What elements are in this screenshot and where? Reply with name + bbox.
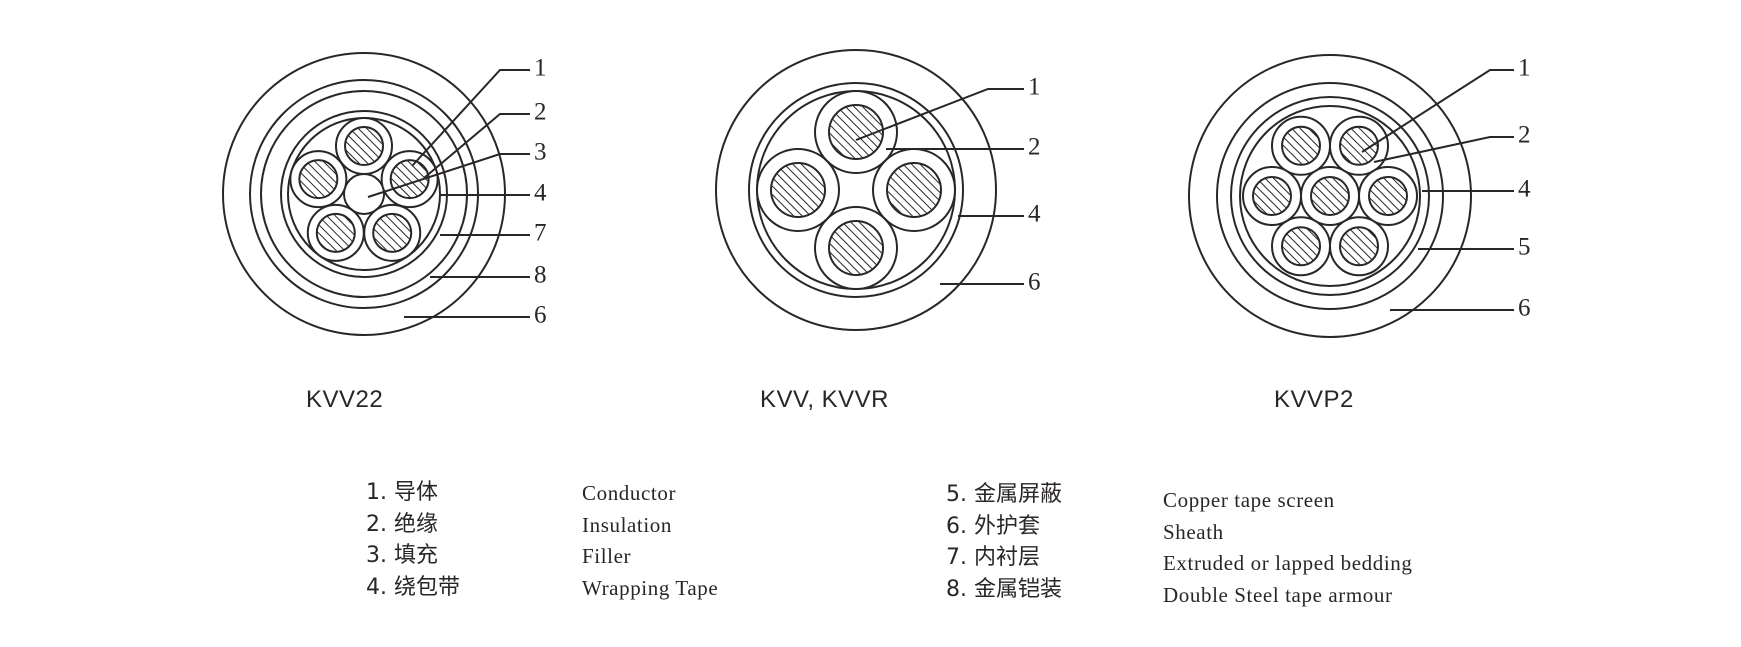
callout-3-number: 3	[534, 139, 547, 166]
model-label-kvv22: KVV22	[306, 386, 384, 413]
callout-6-number: 6	[1518, 295, 1531, 322]
callout-1-leader-line	[1361, 69, 1514, 153]
legend-right-zh: 5. 金属屏蔽 6. 外护套 7. 内衬层 8. 金属铠装	[946, 479, 1062, 605]
callout-2-number: 2	[1028, 134, 1041, 161]
core-1-conductor	[828, 104, 884, 160]
legend-item-filler-en: Filler	[582, 544, 632, 568]
callout-6-number: 6	[534, 302, 547, 329]
legend-item-bedding-en: Extruded or lapped bedding	[1163, 551, 1413, 575]
core-5-conductor	[298, 159, 339, 200]
copper-screen-outer	[1216, 82, 1444, 310]
core-3-conductor	[372, 212, 413, 253]
wrapping-tape-outer	[748, 82, 964, 298]
legend-item-armour-zh: 8. 金属铠装	[946, 576, 1062, 602]
callout-6-number: 6	[1028, 269, 1041, 296]
legend-item-wrapping-tape-zh: 4. 绕包带	[366, 574, 460, 600]
callout-8-number: 8	[534, 262, 547, 289]
diagram-kvv22: 1 2 3 4 7 8 6	[222, 52, 547, 336]
callout-1-number: 1	[1028, 74, 1041, 101]
core-1-conductor	[344, 126, 384, 166]
core-2-conductor	[389, 159, 430, 200]
legend-left-en: Conductor Insulation Filler Wrapping Tap…	[582, 478, 718, 604]
copper-screen-inner	[1230, 96, 1430, 296]
core-4-conductor	[1339, 226, 1379, 267]
callout-1-leader-line	[855, 88, 1024, 141]
legend-item-bedding-zh: 7. 内衬层	[946, 545, 1040, 570]
callout-1-number: 1	[1518, 55, 1531, 82]
diagram-kvvp2: 1 2 4 5 6	[1188, 54, 1531, 338]
legend-left-zh: 1. 导体 2. 绝缘 3. 填充 4. 绕包带	[366, 477, 460, 603]
core-5-conductor	[1281, 226, 1321, 267]
core-center-conductor	[1310, 176, 1350, 216]
core-3-conductor	[1368, 176, 1408, 216]
legend-item-copper-screen-zh: 5. 金属屏蔽	[946, 482, 1062, 507]
callout-1-number: 1	[534, 55, 547, 82]
callout-4-number: 4	[534, 180, 547, 207]
outer-sheath	[1188, 54, 1472, 338]
callout-2-leader-line	[423, 113, 530, 179]
legend-item-wrapping-tape-en: Wrapping Tape	[582, 575, 719, 600]
core-2-conductor	[886, 162, 942, 218]
legend-item-sheath-en: Sheath	[1163, 519, 1224, 544]
model-label-kvv-kvvr: KVV, KVVR	[760, 386, 890, 413]
model-label-kvvp2: KVVP2	[1274, 386, 1354, 413]
legend-item-copper-screen-en: Copper tape screen	[1163, 488, 1335, 512]
core-1-conductor	[1281, 125, 1321, 166]
callout-2-number: 2	[534, 99, 547, 126]
wrapping-tape	[1239, 105, 1421, 287]
callout-1-leader-line	[411, 69, 530, 167]
core-2-conductor	[1339, 125, 1379, 166]
legend-item-armour-en: Double Steel tape armour	[1163, 582, 1393, 607]
core-6-conductor	[1252, 176, 1292, 216]
legend-item-insulation-zh: 2. 绝缘	[366, 511, 438, 537]
core-3-conductor	[828, 220, 884, 276]
callout-5-number: 5	[1518, 234, 1531, 261]
core-4-conductor	[315, 212, 356, 253]
callout-2-number: 2	[1518, 122, 1531, 149]
outer-sheath	[715, 49, 997, 331]
callout-7-number: 7	[534, 220, 547, 247]
legend-right-en: Copper tape screen Sheath Extruded or la…	[1163, 485, 1412, 611]
callout-3-leader-line	[367, 153, 530, 198]
core-4-conductor	[770, 162, 826, 218]
legend-item-sheath-zh: 6. 外护套	[946, 513, 1040, 539]
legend-item-filler-zh: 3. 填充	[366, 543, 438, 568]
diagram-kvv-kvvr: 1 2 4 6	[715, 49, 1041, 331]
callout-4-number: 4	[1518, 176, 1531, 203]
legend-item-conductor-en: Conductor	[582, 481, 677, 505]
callout-4-number: 4	[1028, 201, 1041, 228]
callout-2-leader-line	[1373, 136, 1514, 163]
legend-item-insulation-en: Insulation	[582, 512, 672, 537]
legend-item-conductor-zh: 1. 导体	[366, 480, 438, 505]
